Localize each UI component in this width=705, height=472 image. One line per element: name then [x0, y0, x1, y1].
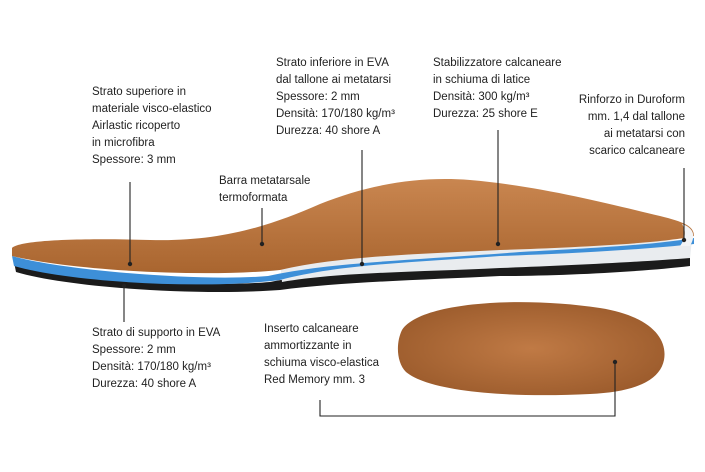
label-top-layer: Strato superiore in materiale visco-elas…: [92, 86, 212, 166]
heel-insert-shape: [397, 302, 665, 396]
label-reinforcement: Rinforzo in Duroform mm. 1,4 dal tallone…: [578, 94, 685, 157]
label-lower-layer: Strato inferiore in EVA dal tallone ai m…: [276, 57, 395, 137]
label-support-layer: Strato di supporto in EVA Spessore: 2 mm…: [92, 327, 221, 390]
label-stabilizer: Stabilizzatore calcaneare in schiuma di …: [433, 57, 562, 120]
label-heel-insert: Inserto calcaneare ammortizzante in schi…: [264, 323, 380, 386]
leader-heel-insert: [319, 362, 616, 417]
leather-top-layer: [12, 179, 694, 274]
label-metatarsal-bar: Barra metatarsale termoformata: [219, 175, 311, 204]
